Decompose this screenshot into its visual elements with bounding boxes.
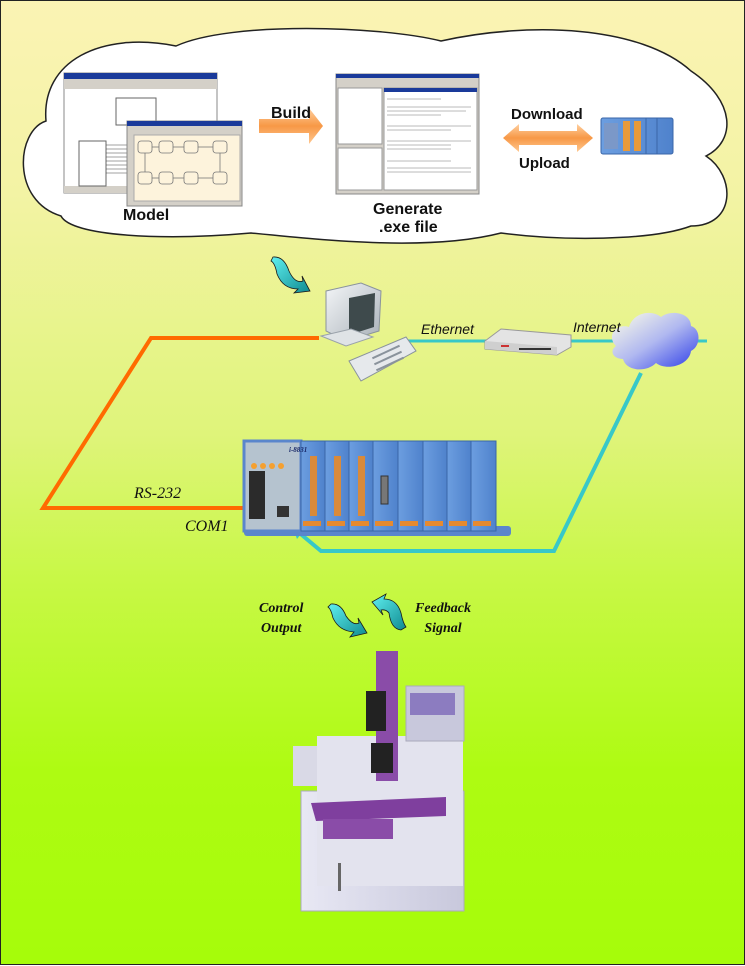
download-teal-arrow-icon <box>270 256 311 294</box>
pac-controller-image <box>242 439 511 536</box>
exe-file-label: .exe file <box>379 219 438 236</box>
control-output-line2: Output <box>260 621 302 636</box>
internet-label: Internet <box>573 319 621 335</box>
matlab-window-screenshot <box>335 73 480 195</box>
rs232-label: RS-232 <box>134 485 182 502</box>
generate-label: Generate <box>373 201 443 218</box>
feedback-line1: Feedback <box>415 601 471 616</box>
upload-label: Upload <box>519 155 570 172</box>
internet-to-controller-line <box>295 372 643 553</box>
rs232-cable-line <box>39 336 319 510</box>
model-label: Model <box>123 207 170 224</box>
control-output-arrow-icon <box>327 603 368 638</box>
stateflow-window-screenshot <box>126 120 243 207</box>
download-label: Download <box>511 106 583 123</box>
com1-label: COM1 <box>185 518 229 535</box>
control-output-label: Control Output <box>259 599 303 639</box>
cnc-machine-image <box>293 651 465 912</box>
control-output-line1: Control <box>259 601 304 616</box>
feedback-line2: Signal <box>424 621 462 636</box>
ethernet-label: Ethernet <box>421 321 474 337</box>
build-arrow <box>259 108 323 144</box>
feedback-signal-label: Feedback Signal <box>415 599 471 639</box>
download-upload-arrow <box>503 124 593 152</box>
ethernet-switch-image <box>484 328 572 356</box>
feedback-signal-arrow-icon <box>371 593 407 631</box>
internet-cloud-icon <box>611 312 699 370</box>
pc-computer-image <box>319 282 417 382</box>
build-label: Build <box>271 105 311 122</box>
pac-controller-small-image <box>600 117 674 155</box>
controller-model-label: i-8831 <box>289 446 308 454</box>
